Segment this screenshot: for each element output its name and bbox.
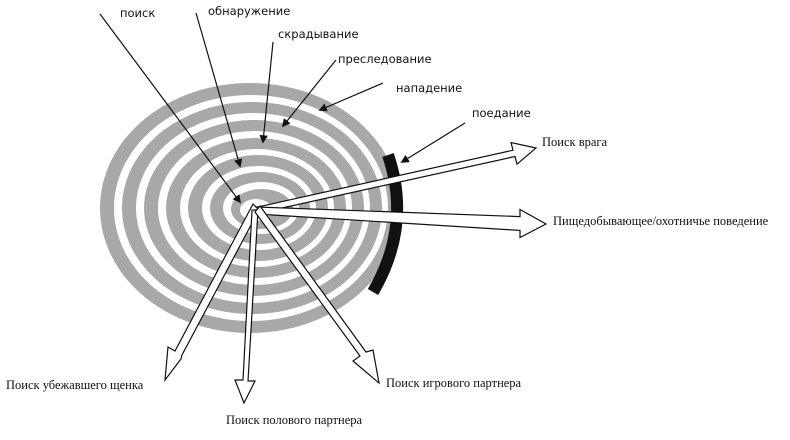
arrow-runaway-puppy xyxy=(164,203,260,383)
outcome-label-food-hunting: Пищедобывающее/охотничье поведение xyxy=(553,214,769,228)
pointer-eating xyxy=(400,122,466,163)
stage-label-pursuit: преследование xyxy=(338,52,432,66)
stage-label-stalking: скрадывание xyxy=(278,27,359,41)
outcome-arrows xyxy=(164,141,548,405)
arrow-food-hunting xyxy=(256,206,548,239)
pointer-detection xyxy=(195,12,243,168)
outcome-label-enemy-search: Поиск врага xyxy=(542,135,608,149)
stage-label-attack: нападение xyxy=(396,81,462,95)
pointer-attack xyxy=(318,82,384,112)
stage-label-search: поиск xyxy=(120,6,155,20)
stage-pointer-lines xyxy=(99,12,466,204)
black-arc xyxy=(367,153,404,296)
outcome-label-sexual-partner: Поиск полового партнера xyxy=(226,413,363,427)
arrow-enemy-search xyxy=(257,141,538,214)
pointer-search xyxy=(99,13,242,204)
stage-label-detection: обнаружение xyxy=(208,4,290,18)
outcome-label-play-partner: Поиск игрового партнера xyxy=(386,376,522,390)
pointer-stalking xyxy=(259,41,274,144)
pointer-pursuit xyxy=(281,59,337,128)
stage-label-eating: поедание xyxy=(472,106,531,120)
arrow-sexual-partner xyxy=(234,209,259,405)
outcome-label-runaway-puppy: Поиск убежавшего щенка xyxy=(6,378,144,392)
arrow-play-partner xyxy=(254,205,380,385)
